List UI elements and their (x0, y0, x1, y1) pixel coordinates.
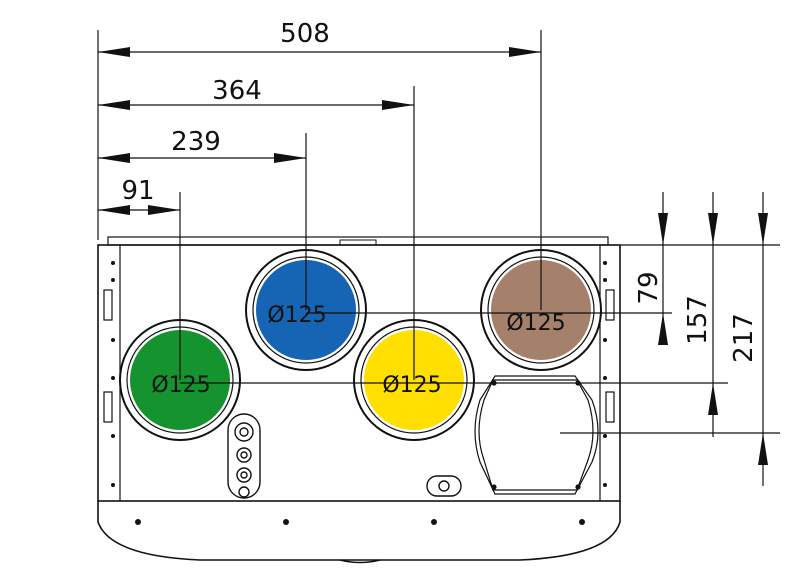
side-slot-left-bottom (103, 391, 113, 423)
port-label-yellow: Ø125 (382, 373, 441, 398)
dim-label-239: 239 (171, 127, 221, 157)
dim-label-508: 508 (280, 19, 330, 49)
side-slot-left-top (103, 289, 113, 321)
dim-label-217: 217 (729, 313, 759, 363)
dim-label-91: 91 (121, 176, 154, 206)
side-slot-right-top (605, 289, 615, 321)
horizontal-dimensions (97, 30, 542, 380)
dim-label-79: 79 (634, 271, 664, 304)
horizontal-arrowheads (98, 47, 541, 215)
bottom-tray (97, 501, 621, 561)
port-label-brown: Ø125 (506, 311, 565, 336)
housing (97, 244, 621, 502)
side-slot-right-bottom (605, 391, 615, 423)
port-label-blue: Ø125 (267, 303, 326, 328)
cable-gland (426, 475, 462, 497)
port-label-green: Ø125 (151, 373, 210, 398)
dim-label-364: 364 (212, 76, 262, 106)
mounting-holes (111, 261, 607, 525)
condensate-fitting (227, 413, 261, 499)
vertical-arrowheads (658, 213, 768, 465)
top-rail (107, 236, 609, 246)
dim-label-157: 157 (683, 295, 713, 345)
knockout-port (474, 375, 599, 495)
